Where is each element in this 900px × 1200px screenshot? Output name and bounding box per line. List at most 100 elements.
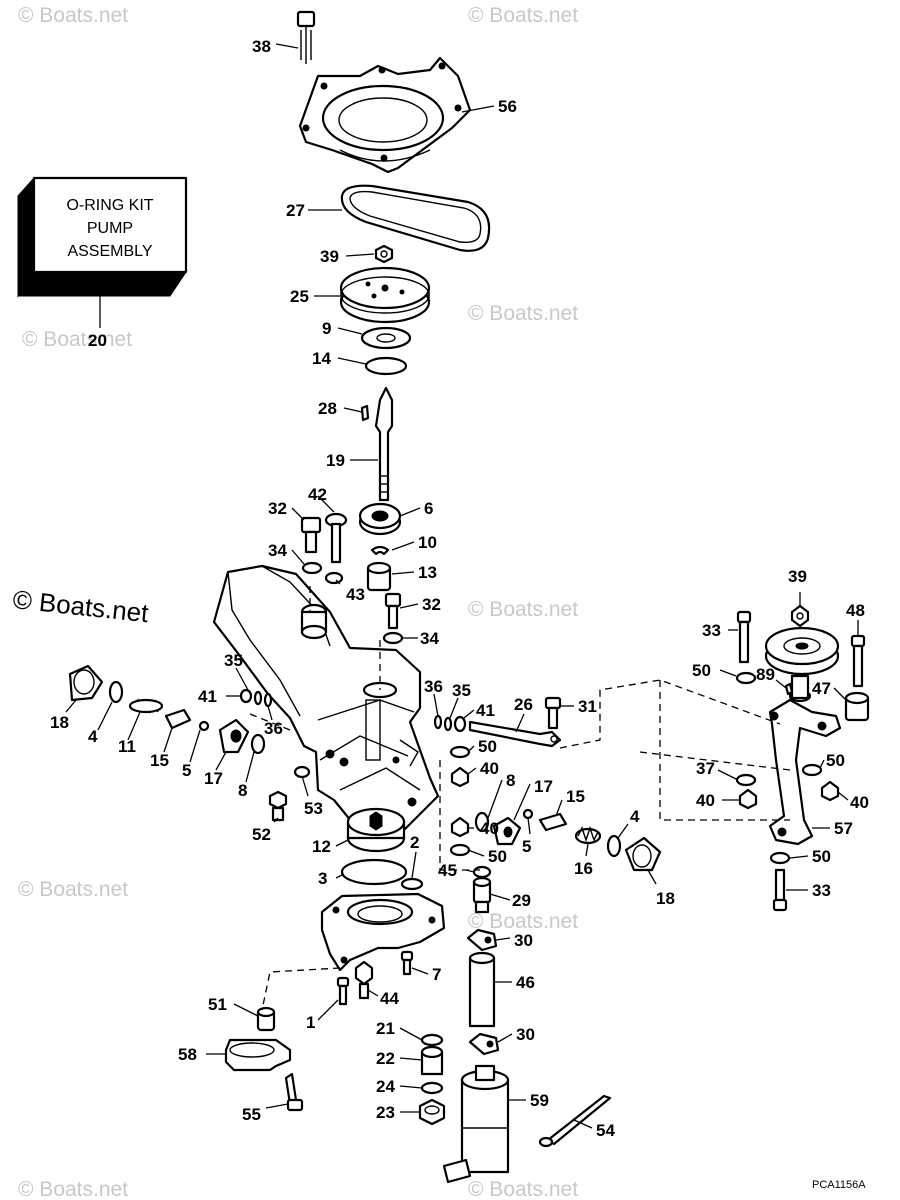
pump-cover bbox=[320, 892, 446, 972]
callout-54: 54 bbox=[596, 1121, 615, 1140]
part-25-pulley bbox=[339, 266, 431, 324]
callout-41: 41 bbox=[198, 687, 217, 706]
part-52-fitting bbox=[268, 790, 288, 822]
part-40-nut-c bbox=[820, 780, 840, 802]
callout-4: 4 bbox=[88, 727, 98, 746]
callout-35: 35 bbox=[224, 651, 243, 670]
callout-53: 53 bbox=[304, 799, 323, 818]
callout-48: 48 bbox=[846, 601, 865, 620]
watermark-large: © Boats.net bbox=[11, 584, 150, 628]
callout-5: 5 bbox=[182, 761, 191, 780]
part-26-link-rod bbox=[468, 720, 562, 748]
watermark: © Boats.net bbox=[468, 598, 578, 621]
callout-30: 30 bbox=[514, 931, 533, 950]
part-38-bolt bbox=[296, 10, 316, 64]
callout-33: 33 bbox=[702, 621, 721, 640]
watermark: © Boats.net bbox=[18, 878, 128, 901]
part-31-bolt bbox=[544, 696, 562, 730]
part-17-block-a bbox=[218, 718, 250, 754]
part-56-flange bbox=[298, 56, 472, 174]
callout-36: 36 bbox=[264, 719, 283, 738]
callout-7: 7 bbox=[432, 965, 441, 984]
part-39-nut bbox=[374, 244, 394, 264]
callout-21: 21 bbox=[376, 1019, 395, 1038]
part-17-block-b bbox=[492, 816, 522, 846]
part-41-nut-a bbox=[239, 688, 253, 704]
callout-44: 44 bbox=[380, 989, 399, 1008]
part-34-washer-a bbox=[301, 561, 323, 575]
callout-34: 34 bbox=[268, 541, 287, 560]
watermark: © Boats.net bbox=[468, 4, 578, 27]
callout-57: 57 bbox=[834, 819, 853, 838]
part-50-washer-b bbox=[449, 745, 471, 759]
callout-41: 41 bbox=[476, 701, 495, 720]
callout-6: 6 bbox=[424, 499, 433, 518]
callout-42: 42 bbox=[308, 485, 327, 504]
part-58-clamp bbox=[224, 1038, 292, 1072]
part-42-valve bbox=[324, 512, 348, 564]
callout-3: 3 bbox=[318, 869, 327, 888]
callout-33: 33 bbox=[812, 881, 831, 900]
callout-27: 27 bbox=[286, 201, 305, 220]
watermark: © Boats.net bbox=[18, 1178, 128, 1200]
part-4-oring-b bbox=[606, 834, 622, 858]
part-14-ring bbox=[364, 356, 408, 376]
part-32-bolt-a bbox=[300, 516, 322, 554]
part-30-clamp-a bbox=[466, 928, 498, 952]
part-8-oring-a bbox=[250, 733, 266, 755]
part-53-ring bbox=[293, 765, 311, 779]
part-40-nut-b bbox=[738, 788, 758, 810]
callout-50: 50 bbox=[478, 737, 497, 756]
callout-32: 32 bbox=[422, 595, 441, 614]
callout-29: 29 bbox=[512, 891, 531, 910]
watermark: © Boats.net bbox=[468, 1178, 578, 1200]
watermarks: © Boats.net © Boats.net © Boats.net © Bo… bbox=[18, 4, 578, 1200]
part-46-hose bbox=[468, 951, 496, 1028]
part-22-filter bbox=[420, 1045, 444, 1076]
part-28-key bbox=[360, 404, 370, 422]
part-4-oring-a bbox=[108, 680, 124, 704]
part-11-spring bbox=[128, 698, 164, 714]
callout-15: 15 bbox=[566, 787, 585, 806]
callout-32: 32 bbox=[268, 499, 287, 518]
watermark: © Boats.net bbox=[468, 302, 578, 325]
part-50-washer-a bbox=[735, 671, 757, 685]
part-3-oring bbox=[340, 858, 408, 886]
part-5-ball-a bbox=[198, 720, 210, 732]
callout-5: 5 bbox=[522, 837, 531, 856]
callout-13: 13 bbox=[418, 563, 437, 582]
leader-lines bbox=[65, 43, 859, 1129]
callout-40: 40 bbox=[850, 793, 869, 812]
part-36-ring-b bbox=[433, 714, 443, 730]
part-40-nut-d bbox=[450, 816, 470, 838]
callout-50: 50 bbox=[826, 751, 845, 770]
callout-2: 2 bbox=[410, 833, 419, 852]
part-2-oring bbox=[400, 877, 424, 891]
callout-11: 11 bbox=[118, 737, 136, 756]
callout-40: 40 bbox=[696, 791, 715, 810]
part-33-bolt-b bbox=[772, 868, 788, 912]
kit-label-line-2: PUMP bbox=[87, 220, 133, 237]
callout-50: 50 bbox=[692, 661, 711, 680]
drawing-code: PCA1156A bbox=[812, 1179, 866, 1191]
part-10-clip bbox=[370, 545, 390, 556]
part-29-fitting bbox=[472, 876, 492, 914]
callout-18: 18 bbox=[50, 713, 69, 732]
callout-8: 8 bbox=[238, 781, 247, 800]
part-44-fitting bbox=[354, 960, 374, 1000]
callout-9: 9 bbox=[322, 319, 331, 338]
part-39-nut-b bbox=[790, 604, 810, 628]
part-37-washer bbox=[735, 773, 757, 787]
callout-39: 39 bbox=[788, 567, 807, 586]
callout-17: 17 bbox=[204, 769, 223, 788]
part-18-cap-a bbox=[68, 664, 104, 702]
part-18-cap-b bbox=[624, 836, 662, 872]
part-57-arm bbox=[768, 674, 842, 846]
watermark: © Boats.net bbox=[18, 4, 128, 27]
part-13-bushing bbox=[366, 561, 392, 592]
assembly-dashed-lines bbox=[249, 586, 791, 1011]
part-9-seal bbox=[360, 326, 412, 350]
callout-25: 25 bbox=[290, 287, 309, 306]
part-1-screw bbox=[336, 976, 350, 1006]
